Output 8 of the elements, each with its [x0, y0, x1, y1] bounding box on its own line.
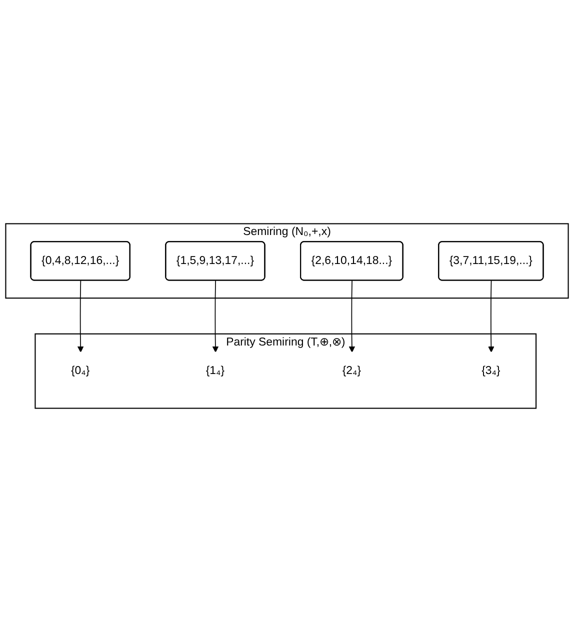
arrow [77, 280, 84, 352]
node-text: {1₄} [206, 364, 225, 377]
node-text: {0₄} [70, 364, 90, 377]
node-text: {3₄} [482, 364, 500, 377]
arrow [348, 280, 356, 352]
arrow [488, 280, 494, 352]
arrow [212, 280, 219, 352]
node-text: {2₄} [342, 364, 362, 377]
